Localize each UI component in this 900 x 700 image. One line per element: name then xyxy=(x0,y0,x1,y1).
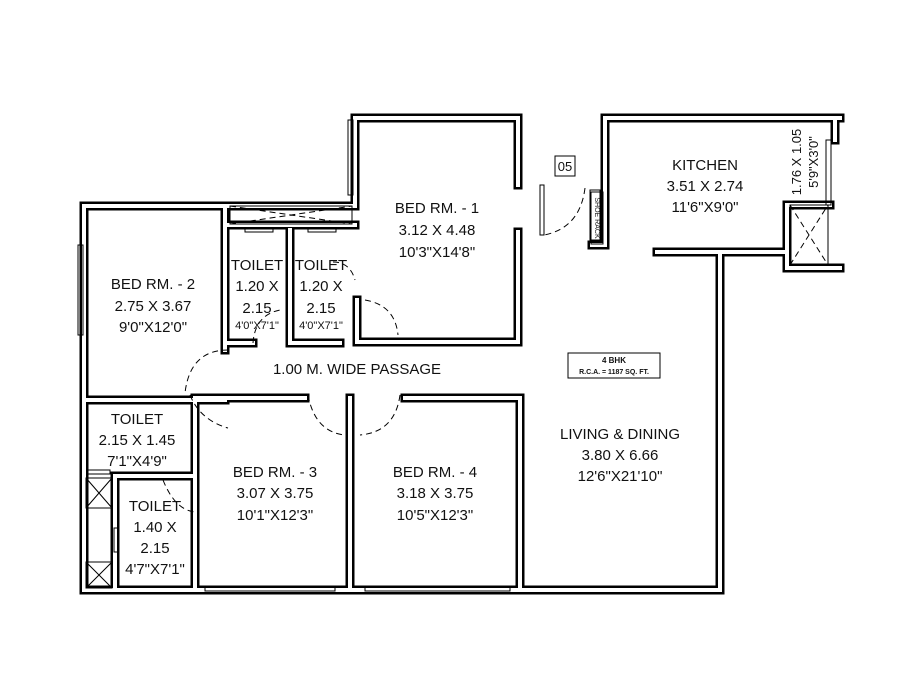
room-size-imperial: 4'7"X7'1" xyxy=(125,561,185,578)
room-size-imperial: 10'5"X12'3" xyxy=(397,507,473,524)
wall-fill xyxy=(590,116,607,247)
passage-label: 1.00 M. WIDE PASSAGE xyxy=(273,361,441,378)
room-toilet-a: TOILET 1.20 X 2.15 4'0"X7'1" xyxy=(231,257,283,332)
room-living-dining: LIVING & DINING 3.80 X 6.66 12'6"X21'10" xyxy=(560,426,680,485)
unit-number-label: 05 xyxy=(558,159,572,174)
room-size-metric: 3.51 X 2.74 xyxy=(667,178,744,195)
room-toilet-d: TOILET 1.40 X 2.15 4'7"X7'1" xyxy=(125,498,185,578)
room-size-metric: 3.12 X 4.48 xyxy=(399,222,476,239)
wall-fill xyxy=(353,116,520,208)
room-kitchen: KITCHEN 3.51 X 2.74 11'6"X9'0" xyxy=(667,157,744,216)
room-name: LIVING & DINING xyxy=(560,426,680,443)
room-size-imperial: 4'0"X7'1" xyxy=(299,320,343,332)
unit-number: 05 xyxy=(554,155,576,177)
room-bed-4: BED RM. - 4 3.18 X 3.75 10'5"X12'3" xyxy=(393,464,477,524)
wall-fill xyxy=(785,203,842,270)
room-size-metric: 1.20 X xyxy=(235,278,278,295)
room-size-imperial: 9'0"X12'0" xyxy=(119,319,187,336)
room-size-metric: 3.07 X 3.75 xyxy=(237,485,314,502)
room-size-imperial: 4'0"X7'1" xyxy=(235,320,279,332)
room-size-metric: 3.18 X 3.75 xyxy=(397,485,474,502)
room-size-metric: 2.75 X 3.67 xyxy=(115,298,192,315)
duct-shafts xyxy=(85,204,829,589)
shoe-rack: SHOE RACK xyxy=(590,191,604,245)
room-name: BED RM. - 4 xyxy=(393,464,477,481)
wall-fill xyxy=(288,228,342,345)
wall-fill xyxy=(403,396,522,592)
room-toilet-b: TOILET 1.20 X 2.15 4'0"X7'1" xyxy=(295,257,347,332)
summary-box: 4 BHK R.C.A. = 1187 SQ. FT. xyxy=(567,352,661,379)
room-size-imperial: 10'1"X12'3" xyxy=(237,507,313,524)
room-size-imperial: 11'6"X9'0" xyxy=(672,199,739,216)
windows xyxy=(77,119,832,592)
room-size-imperial: 7'1"X4'9" xyxy=(107,453,167,470)
room-size-metric: 1.40 X xyxy=(133,519,176,536)
room-size-metric: 1.20 X xyxy=(299,278,342,295)
shoe-rack-label: SHOE RACK xyxy=(593,197,600,239)
room-name: TOILET xyxy=(111,411,163,428)
room-toilet-c: TOILET 2.15 X 1.45 7'1"X4'9" xyxy=(99,411,176,470)
room-bed-1: BED RM. - 1 3.12 X 4.48 10'3"X14'8" xyxy=(395,200,479,261)
room-size-metric: 2.15 X 1.45 xyxy=(99,432,176,449)
summary-type: 4 BHK xyxy=(602,356,626,365)
wall xyxy=(782,200,845,273)
room-name: TOILET xyxy=(295,257,347,274)
room-bed-3: BED RM. - 3 3.07 X 3.75 10'1"X12'3" xyxy=(233,464,317,524)
room-bed-2: BED RM. - 2 2.75 X 3.67 9'0"X12'0" xyxy=(111,276,195,336)
room-size-imperial: 5'9"X3'0" xyxy=(806,136,821,188)
walls xyxy=(79,113,845,595)
room-name: BED RM. - 2 xyxy=(111,276,195,293)
passage: 1.00 M. WIDE PASSAGE xyxy=(273,361,441,378)
room-name: TOILET xyxy=(129,498,181,515)
room-utility: 1.76 X 1.05 5'9"X3'0" xyxy=(789,129,821,196)
room-size-metric-2: 2.15 xyxy=(242,300,271,317)
room-size-metric: 3.80 X 6.66 xyxy=(582,447,659,464)
room-name: TOILET xyxy=(231,257,283,274)
room-size-metric-2: 2.15 xyxy=(140,540,169,557)
room-size-imperial: 10'3"X14'8" xyxy=(399,244,475,261)
room-name: BED RM. - 1 xyxy=(395,200,479,217)
room-size-metric-2: 2.15 xyxy=(306,300,335,317)
room-name: KITCHEN xyxy=(672,157,738,174)
summary-area: R.C.A. = 1187 SQ. FT. xyxy=(579,369,649,376)
room-size-metric: 1.76 X 1.05 xyxy=(789,129,804,196)
wall xyxy=(350,113,523,211)
door-swings xyxy=(162,187,586,513)
room-size-imperial: 12'6"X21'10" xyxy=(578,468,663,485)
wall-fill xyxy=(355,230,520,344)
room-name: BED RM. - 3 xyxy=(233,464,317,481)
